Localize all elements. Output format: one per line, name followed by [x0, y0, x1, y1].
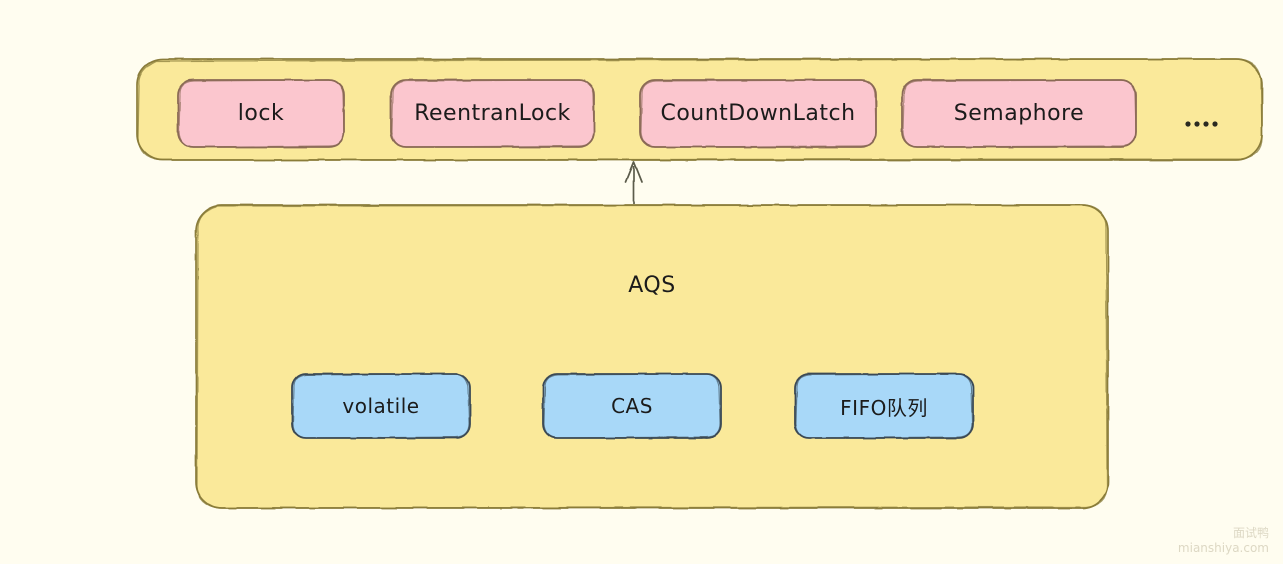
aqs-leaf-shapes: [291, 373, 974, 439]
ellipsis-icon: [1185, 121, 1218, 127]
aqs-container: [195, 204, 1109, 509]
watermark-en: mianshiya.com: [1177, 541, 1269, 555]
watermark-cn: 面试鸭: [1232, 526, 1269, 540]
top-group-leaf-shapes: [177, 79, 1137, 148]
watermark: 面试鸭 mianshiya.com: [1178, 526, 1269, 556]
inheritance-arrow-icon: [625, 161, 643, 204]
